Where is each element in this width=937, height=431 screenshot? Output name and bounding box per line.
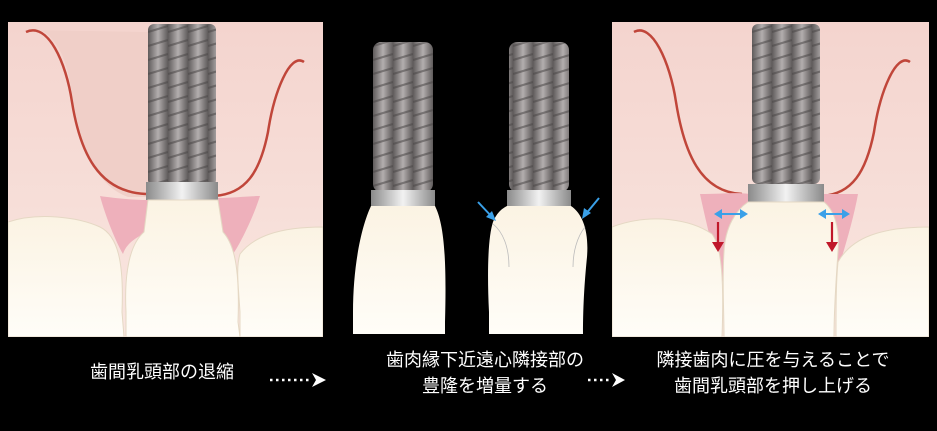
implant-screw (148, 24, 216, 186)
caption-step3-line1: 隣接歯肉に圧を与えることで (628, 348, 918, 374)
abutment-collar (748, 184, 824, 202)
crown-modified (488, 206, 587, 334)
crown-original (353, 206, 446, 334)
implant-screw-original (373, 42, 433, 192)
caption-step1: 歯間乳頭部の退縮 (90, 360, 234, 386)
tooth-left (612, 219, 723, 337)
panel-papilla-recession (8, 22, 323, 337)
tooth-right (238, 227, 323, 337)
tooth-left (8, 217, 124, 337)
caption-step3: 隣接歯肉に圧を与えることで 歯間乳頭部を押し上げる (628, 348, 918, 400)
dotted-arrow-right-icon (268, 370, 328, 390)
implant-screw (752, 24, 820, 184)
dotted-arrow-right-icon (586, 370, 626, 390)
crown-center (723, 202, 838, 337)
implant-screw-modified (509, 42, 569, 192)
caption-step3-line2: 歯間乳頭部を押し上げる (628, 374, 918, 400)
abutment-collar (146, 182, 218, 200)
abutment-original (371, 190, 435, 206)
abutment-modified (507, 190, 571, 206)
panel-papilla-pushed-up (612, 22, 929, 337)
panel-emergence-profile (333, 22, 605, 337)
